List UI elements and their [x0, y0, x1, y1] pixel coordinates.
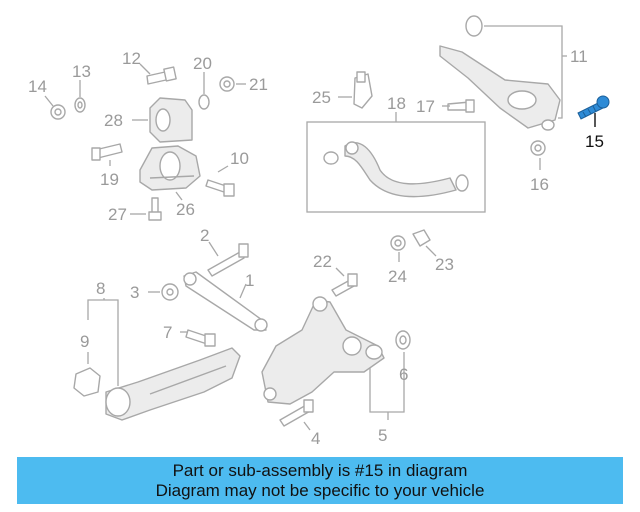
callout-7[interactable]: 7: [163, 323, 172, 342]
part-15-bolt-highlighted[interactable]: [577, 95, 610, 120]
part-10-bolt[interactable]: [205, 179, 235, 197]
part-17-bolt[interactable]: [447, 99, 475, 113]
part-16-nut[interactable]: [530, 140, 546, 156]
part-26-subframe-mount[interactable]: [139, 145, 201, 191]
callout-26[interactable]: 26: [176, 200, 195, 219]
part-7-bolt[interactable]: [185, 329, 216, 347]
callout-5[interactable]: 5: [378, 426, 387, 445]
callout-21[interactable]: 21: [249, 75, 268, 94]
part-2-bolt[interactable]: [207, 243, 249, 277]
callout-10[interactable]: 10: [230, 149, 249, 168]
callout-6[interactable]: 6: [399, 365, 408, 384]
part-13-washer[interactable]: [74, 97, 86, 113]
callout-4[interactable]: 4: [311, 429, 320, 448]
callout-9[interactable]: 9: [80, 332, 89, 351]
part-4-bolt[interactable]: [279, 399, 314, 427]
callout-18[interactable]: 18: [387, 94, 406, 113]
part-12-bolt[interactable]: [146, 66, 177, 85]
callout-3[interactable]: 3: [130, 283, 139, 302]
part-1-lateral-link[interactable]: [183, 271, 268, 332]
part-11-lower-arm[interactable]: [439, 15, 561, 131]
banner-line-2: Diagram may not be specific to your vehi…: [155, 480, 485, 500]
callout-22[interactable]: 22: [313, 252, 332, 271]
part-21-nut[interactable]: [219, 76, 235, 92]
part-14-nut[interactable]: [50, 104, 66, 120]
callout-8[interactable]: 8: [96, 279, 105, 298]
part-22-bolt[interactable]: [331, 273, 358, 297]
part-3-nut[interactable]: [161, 283, 179, 301]
part-6-bushing[interactable]: [395, 330, 411, 350]
callout-12[interactable]: 12: [122, 49, 141, 68]
callout-13[interactable]: 13: [72, 62, 91, 81]
part-9-bushing[interactable]: [73, 367, 101, 397]
callout-27[interactable]: 27: [108, 205, 127, 224]
part-knuckle[interactable]: [261, 296, 385, 405]
part-25-bracket[interactable]: [353, 71, 373, 109]
callout-24[interactable]: 24: [388, 267, 407, 286]
part-27-bolt[interactable]: [148, 197, 162, 221]
part-23-clip[interactable]: [412, 229, 431, 247]
part-19-bolt[interactable]: [91, 143, 123, 161]
callout-2[interactable]: 2: [200, 226, 209, 245]
fitment-notice-banner: Part or sub-assembly is #15 in diagram D…: [17, 457, 623, 504]
part-28-bushing[interactable]: [149, 97, 193, 143]
callout-1[interactable]: 1: [245, 271, 254, 290]
callout-17[interactable]: 17: [416, 97, 435, 116]
callout-11[interactable]: 11: [570, 47, 588, 66]
banner-line-1: Part or sub-assembly is #15 in diagram: [172, 460, 468, 480]
callout-15[interactable]: 15: [585, 132, 604, 151]
callout-28[interactable]: 28: [104, 111, 123, 130]
callout-14[interactable]: 14: [28, 77, 47, 96]
callout-25[interactable]: 25: [312, 88, 331, 107]
part-24-nut[interactable]: [390, 235, 406, 251]
callout-20[interactable]: 20: [193, 54, 212, 73]
callout-23[interactable]: 23: [435, 255, 454, 274]
part-8-trailing-arm[interactable]: [105, 347, 241, 421]
part-18-control-arm[interactable]: [323, 141, 469, 198]
part-20-washer[interactable]: [198, 94, 210, 110]
callout-16[interactable]: 16: [530, 175, 549, 194]
callout-19[interactable]: 19: [100, 170, 119, 189]
part-18-assembly-box: [306, 121, 486, 213]
